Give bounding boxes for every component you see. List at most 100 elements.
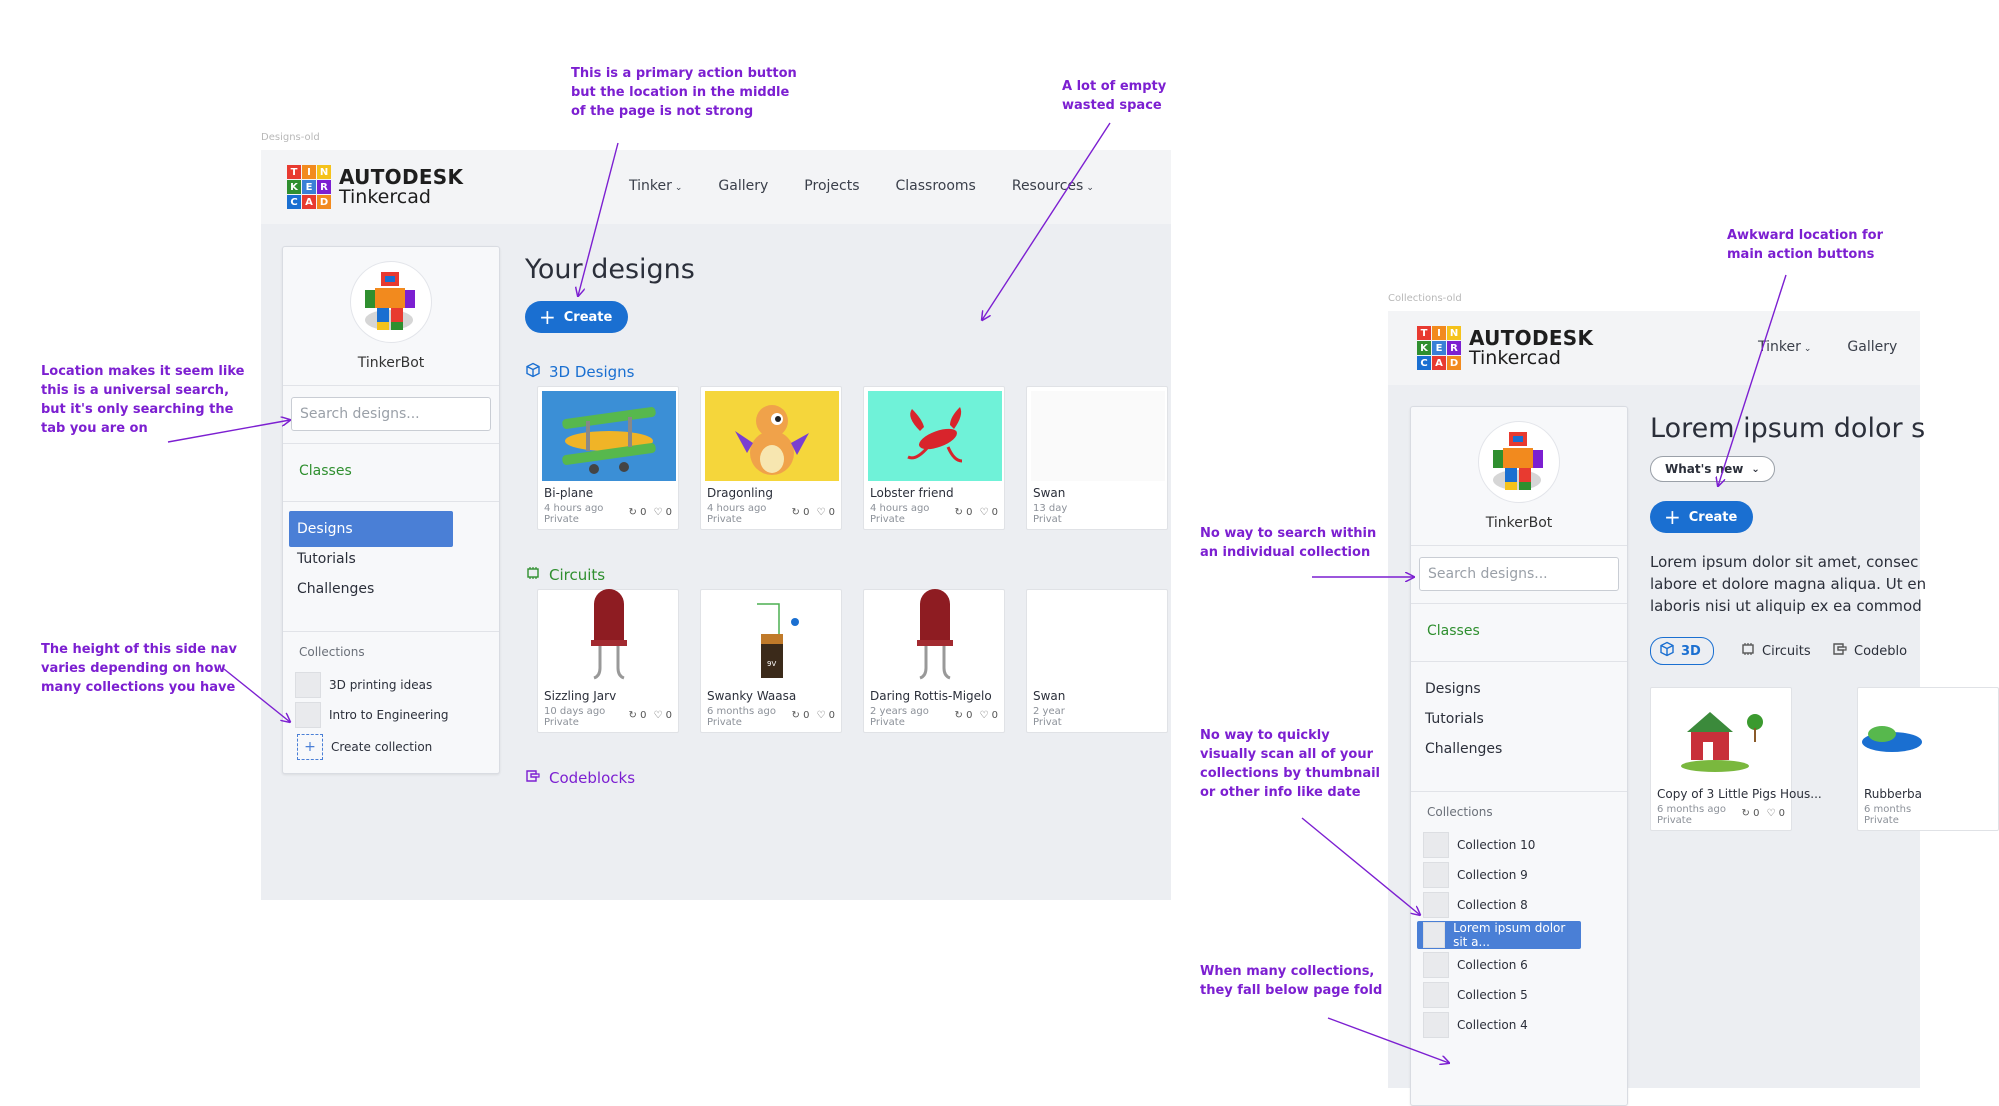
tab-codeblo[interactable]: Codeblo (1832, 641, 1907, 661)
nav-label: Tinker (629, 178, 672, 194)
circuit-chip-icon (1740, 641, 1756, 661)
design-title[interactable]: Rubberba (1864, 787, 1922, 801)
remix-icon: ↻ (628, 507, 641, 518)
nav-tinker[interactable]: Tinker⌄ (629, 178, 682, 194)
nav-gallery[interactable]: Gallery (1847, 339, 1897, 355)
annotation-line: they fall below page fold (1200, 983, 1383, 998)
annotation-below-fold: When many collections,they fall below pa… (1200, 962, 1382, 1000)
design-title[interactable]: Bi-plane (544, 486, 594, 500)
design-title[interactable]: Dragonling (707, 486, 773, 500)
tab-circuits[interactable]: Circuits (1740, 641, 1811, 661)
classes-link[interactable]: Classes (1427, 623, 1480, 639)
design-title[interactable]: Swan (1033, 486, 1066, 500)
sidebar-item-challenges[interactable]: Challenges (297, 581, 375, 597)
create-button[interactable]: + Create (525, 301, 629, 333)
design-privacy: Privat (1033, 514, 1062, 525)
sidebar-item-designs[interactable]: Designs (289, 511, 453, 547)
like-value: 0 (828, 507, 835, 518)
side-nav: TinkerBot Search designs... Classes Desi… (1410, 406, 1628, 1106)
like-count: ♡ 0 (1766, 808, 1785, 819)
design-thumbnail[interactable] (1655, 692, 1789, 782)
design-card[interactable]: Copy of 3 Little Pigs Hous...6 months ag… (1650, 687, 1822, 831)
collection-item[interactable]: Collection 9 (1423, 861, 1528, 889)
top-nav: Tinker⌄ Gallery (1758, 339, 1897, 355)
design-thumbnail[interactable] (542, 589, 676, 684)
collection-label: Collection 4 (1457, 1018, 1528, 1032)
tab-3d[interactable]: 3D (1650, 637, 1714, 665)
nav-projects[interactable]: Projects (804, 178, 859, 194)
chevron-down-icon: ⌄ (1803, 344, 1812, 354)
remix-count: ↻ 0 (1742, 808, 1760, 819)
collection-item[interactable]: Lorem ipsum dolor sit a... (1417, 921, 1581, 949)
collection-item[interactable]: Collection 5 (1423, 981, 1528, 1009)
collection-item[interactable]: 3D printing ideas (295, 671, 432, 699)
sidebar-item-tutorials[interactable]: Tutorials (1425, 711, 1484, 727)
divider (1411, 545, 1627, 546)
design-time: 10 days ago (544, 706, 606, 717)
logo-letter: R (317, 180, 331, 194)
classes-link[interactable]: Classes (299, 463, 352, 479)
search-input[interactable]: Search designs... (291, 397, 491, 431)
design-title[interactable]: Lobster friend (870, 486, 954, 500)
design-thumbnail[interactable] (705, 391, 839, 481)
design-title[interactable]: Swan (1033, 689, 1066, 703)
like-count: ♡ 0 (653, 710, 672, 721)
design-title[interactable]: Daring Rottis-Migelo (870, 689, 992, 703)
nav-classrooms[interactable]: Classrooms (896, 178, 976, 194)
design-thumbnail[interactable] (542, 391, 676, 481)
like-count: ♡ 0 (979, 710, 998, 721)
collection-item[interactable]: Collection 6 (1423, 951, 1528, 979)
annotation-line: main action buttons (1727, 247, 1875, 262)
annotation-line: This is a primary action button (571, 66, 797, 81)
collection-item[interactable]: Intro to Engineering (295, 701, 449, 729)
annotation-line: Location makes it seem like (41, 364, 245, 379)
whats-new-dropdown[interactable]: What's new ⌄ (1650, 456, 1775, 482)
design-time: 2 year (1033, 706, 1065, 717)
design-thumbnail[interactable] (1031, 594, 1165, 684)
tab-label: 3D (1681, 643, 1701, 659)
remix-icon: ↻ (954, 507, 967, 518)
avatar[interactable] (350, 261, 432, 343)
sidebar-item-designs[interactable]: Designs (1425, 681, 1481, 697)
collection-thumbnail (1423, 832, 1449, 858)
avatar[interactable] (1478, 421, 1560, 503)
logo-letter: I (302, 165, 316, 179)
design-thumbnail[interactable]: 9V (705, 594, 839, 684)
collection-item[interactable]: Collection 10 (1423, 831, 1535, 859)
create-button[interactable]: + Create (1650, 501, 1754, 533)
nav-resources[interactable]: Resources⌄ (1012, 178, 1094, 194)
collection-item[interactable]: Collection 4 (1423, 1011, 1528, 1039)
sidebar-item-challenges[interactable]: Challenges (1425, 741, 1503, 757)
logo-letter: K (1417, 341, 1431, 355)
collection-item[interactable]: Collection 8 (1423, 891, 1528, 919)
logo-autodesk: AUTODESK (339, 164, 464, 189)
annotation-line: of the page is not strong (571, 104, 754, 119)
tinkerbot-avatar-icon (365, 272, 415, 330)
design-thumbnail[interactable] (868, 589, 1002, 684)
design-title[interactable]: Copy of 3 Little Pigs Hous... (1657, 787, 1822, 801)
nav-gallery[interactable]: Gallery (718, 178, 768, 194)
design-title[interactable]: Sizzling Jarv (544, 689, 617, 703)
annotation-line: but the location in the middle (571, 85, 790, 100)
design-thumbnail[interactable] (1862, 692, 1996, 782)
design-thumbnail[interactable] (868, 391, 1002, 481)
design-thumbnail[interactable] (1031, 391, 1165, 481)
sidebar-item-tutorials[interactable]: Tutorials (297, 551, 356, 567)
logo-letter: T (1417, 326, 1431, 340)
search-input[interactable]: Search designs... (1419, 557, 1619, 591)
design-title[interactable]: Swanky Waasa (707, 689, 797, 703)
like-count: ♡ 0 (653, 507, 672, 518)
create-collection-button[interactable]: + Create collection (297, 733, 432, 761)
nav-tinker[interactable]: Tinker⌄ (1758, 339, 1811, 355)
